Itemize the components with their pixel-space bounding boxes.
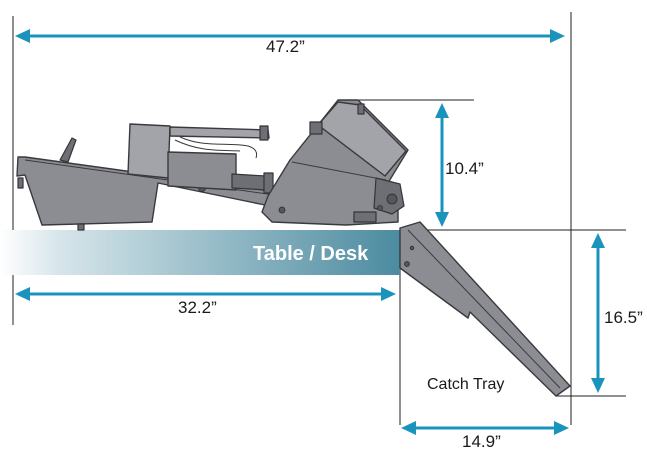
- height-machine-label: 10.4”: [445, 159, 484, 178]
- tray-extension-label: 14.9”: [462, 432, 501, 451]
- machine-side-view: [16, 99, 409, 231]
- motor-housing: [167, 151, 237, 191]
- dim-width-desk: 32.2”: [15, 287, 396, 317]
- catch-tray: Catch Tray: [399, 221, 571, 397]
- dim-height-machine: 10.4”: [435, 103, 484, 227]
- motor-cylinder: [231, 173, 269, 191]
- extension-arm: [169, 126, 270, 139]
- tray-drop-label: 16.5”: [604, 308, 643, 327]
- dim-tray-drop: 16.5”: [591, 233, 643, 393]
- dim-width-total: 47.2”: [15, 29, 565, 56]
- dim-tray-extension: 14.9”: [401, 421, 569, 451]
- catch-tray-label: Catch Tray: [427, 376, 504, 393]
- table-desk: Table / Desk: [0, 230, 400, 275]
- desk-label: Table / Desk: [253, 243, 369, 265]
- width-desk-label: 32.2”: [178, 298, 217, 317]
- stacker-panel: [127, 123, 171, 179]
- width-total-label: 47.2”: [266, 37, 305, 56]
